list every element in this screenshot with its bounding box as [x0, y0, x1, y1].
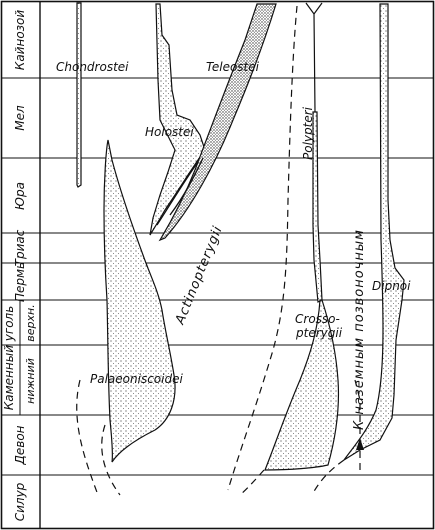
dashed-palaeo-root: [101, 424, 121, 496]
lineage-teleostei: [158, 3, 277, 242]
label-chondrostei: Chondrostei: [56, 60, 129, 74]
period-label-cretaceous: Мел: [13, 105, 27, 131]
period-label-permian: Пермь: [13, 262, 27, 302]
period-label-jurassic: Юра: [13, 182, 27, 210]
lineages: [76, 2, 405, 471]
lineage-chondrostei: [76, 2, 82, 188]
tetrapod-arrow-icon: [356, 438, 364, 450]
period-label-triassic: Триас: [13, 229, 27, 266]
polypteri-top-fork: [305, 2, 323, 113]
label-crossopterygii-line1: Crosso-: [295, 312, 340, 326]
dashed-actino-left: [76, 379, 99, 496]
subperiod-label-upper: верхн.: [24, 304, 37, 341]
dashed-actino-main: [227, 5, 298, 491]
period-label-cenozoic: Кайнозой: [13, 10, 27, 71]
label-crossopterygii-line2: pterygii: [295, 326, 343, 340]
lineage-crossopterygii: [264, 299, 339, 471]
lineage-holostei: [149, 3, 206, 236]
label-palaeoniscoidei: Palaeoniscoidei: [90, 372, 183, 386]
label-teleostei: Teleostei: [206, 60, 260, 74]
dashed-connections: [76, 5, 361, 496]
label-to-tetrapods: К наземным позвоночным: [352, 229, 367, 430]
label-dipnoi: Dipnoi: [372, 279, 411, 293]
lineage-palaeoniscoidei: [103, 139, 176, 463]
period-labels: Кайнозой Мел Юра Триас Пермь Каменный уг…: [2, 10, 37, 522]
holostei-stem: [156, 161, 199, 226]
period-label-carboniferous: Каменный уголь: [2, 306, 16, 411]
dashed-dipnoi-root: [311, 459, 345, 496]
lineage-dipnoi: [343, 3, 405, 461]
label-polypteri: Polypteri: [301, 106, 315, 160]
period-label-devonian: Девон: [13, 425, 27, 465]
lineage-strokes: [156, 157, 204, 226]
dashed-crosso-root: [239, 469, 265, 496]
label-actinopterygii: Actinopterygii: [172, 224, 226, 328]
teleostei-stem: [169, 157, 204, 216]
subperiod-label-lower: нижний: [24, 358, 37, 404]
period-label-silurian: Силур: [13, 482, 27, 521]
label-holostei: Holostei: [145, 125, 194, 139]
